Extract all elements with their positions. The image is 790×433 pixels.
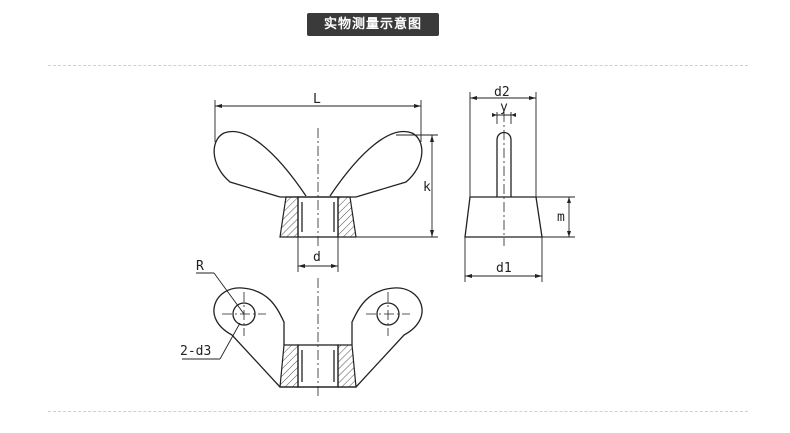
plan-view: R 2-d3 xyxy=(180,259,423,398)
dim-d3-leader xyxy=(219,322,241,360)
dim-d1-label: d1 xyxy=(496,261,512,276)
plan-left-lobe xyxy=(213,287,285,388)
top-divider xyxy=(48,65,748,66)
front-left-hatch xyxy=(279,196,299,238)
plan-left-hatch xyxy=(279,344,299,388)
plan-right-hatch xyxy=(337,344,357,388)
bottom-divider xyxy=(48,411,748,412)
dim-k-label: k xyxy=(423,180,431,195)
dim-d-label: d xyxy=(313,250,321,265)
front-left-wing xyxy=(213,130,307,198)
dim-d2-label: d2 xyxy=(494,85,510,100)
dim-y-label: y xyxy=(500,100,508,115)
dim-d3-label: 2-d3 xyxy=(180,344,211,359)
side-body xyxy=(464,196,543,238)
front-right-hatch xyxy=(337,196,357,238)
plan-right-lobe xyxy=(351,287,423,388)
dim-L-label: L xyxy=(313,92,321,107)
side-view: d2 y m d1 xyxy=(464,85,575,282)
dim-R-label: R xyxy=(196,259,204,274)
dim-R-leader xyxy=(213,272,245,315)
section-title-badge: 实物测量示意图 xyxy=(307,13,439,36)
front-view: L k d xyxy=(213,92,438,272)
front-right-wing xyxy=(329,130,423,198)
dim-m-label: m xyxy=(557,210,565,225)
